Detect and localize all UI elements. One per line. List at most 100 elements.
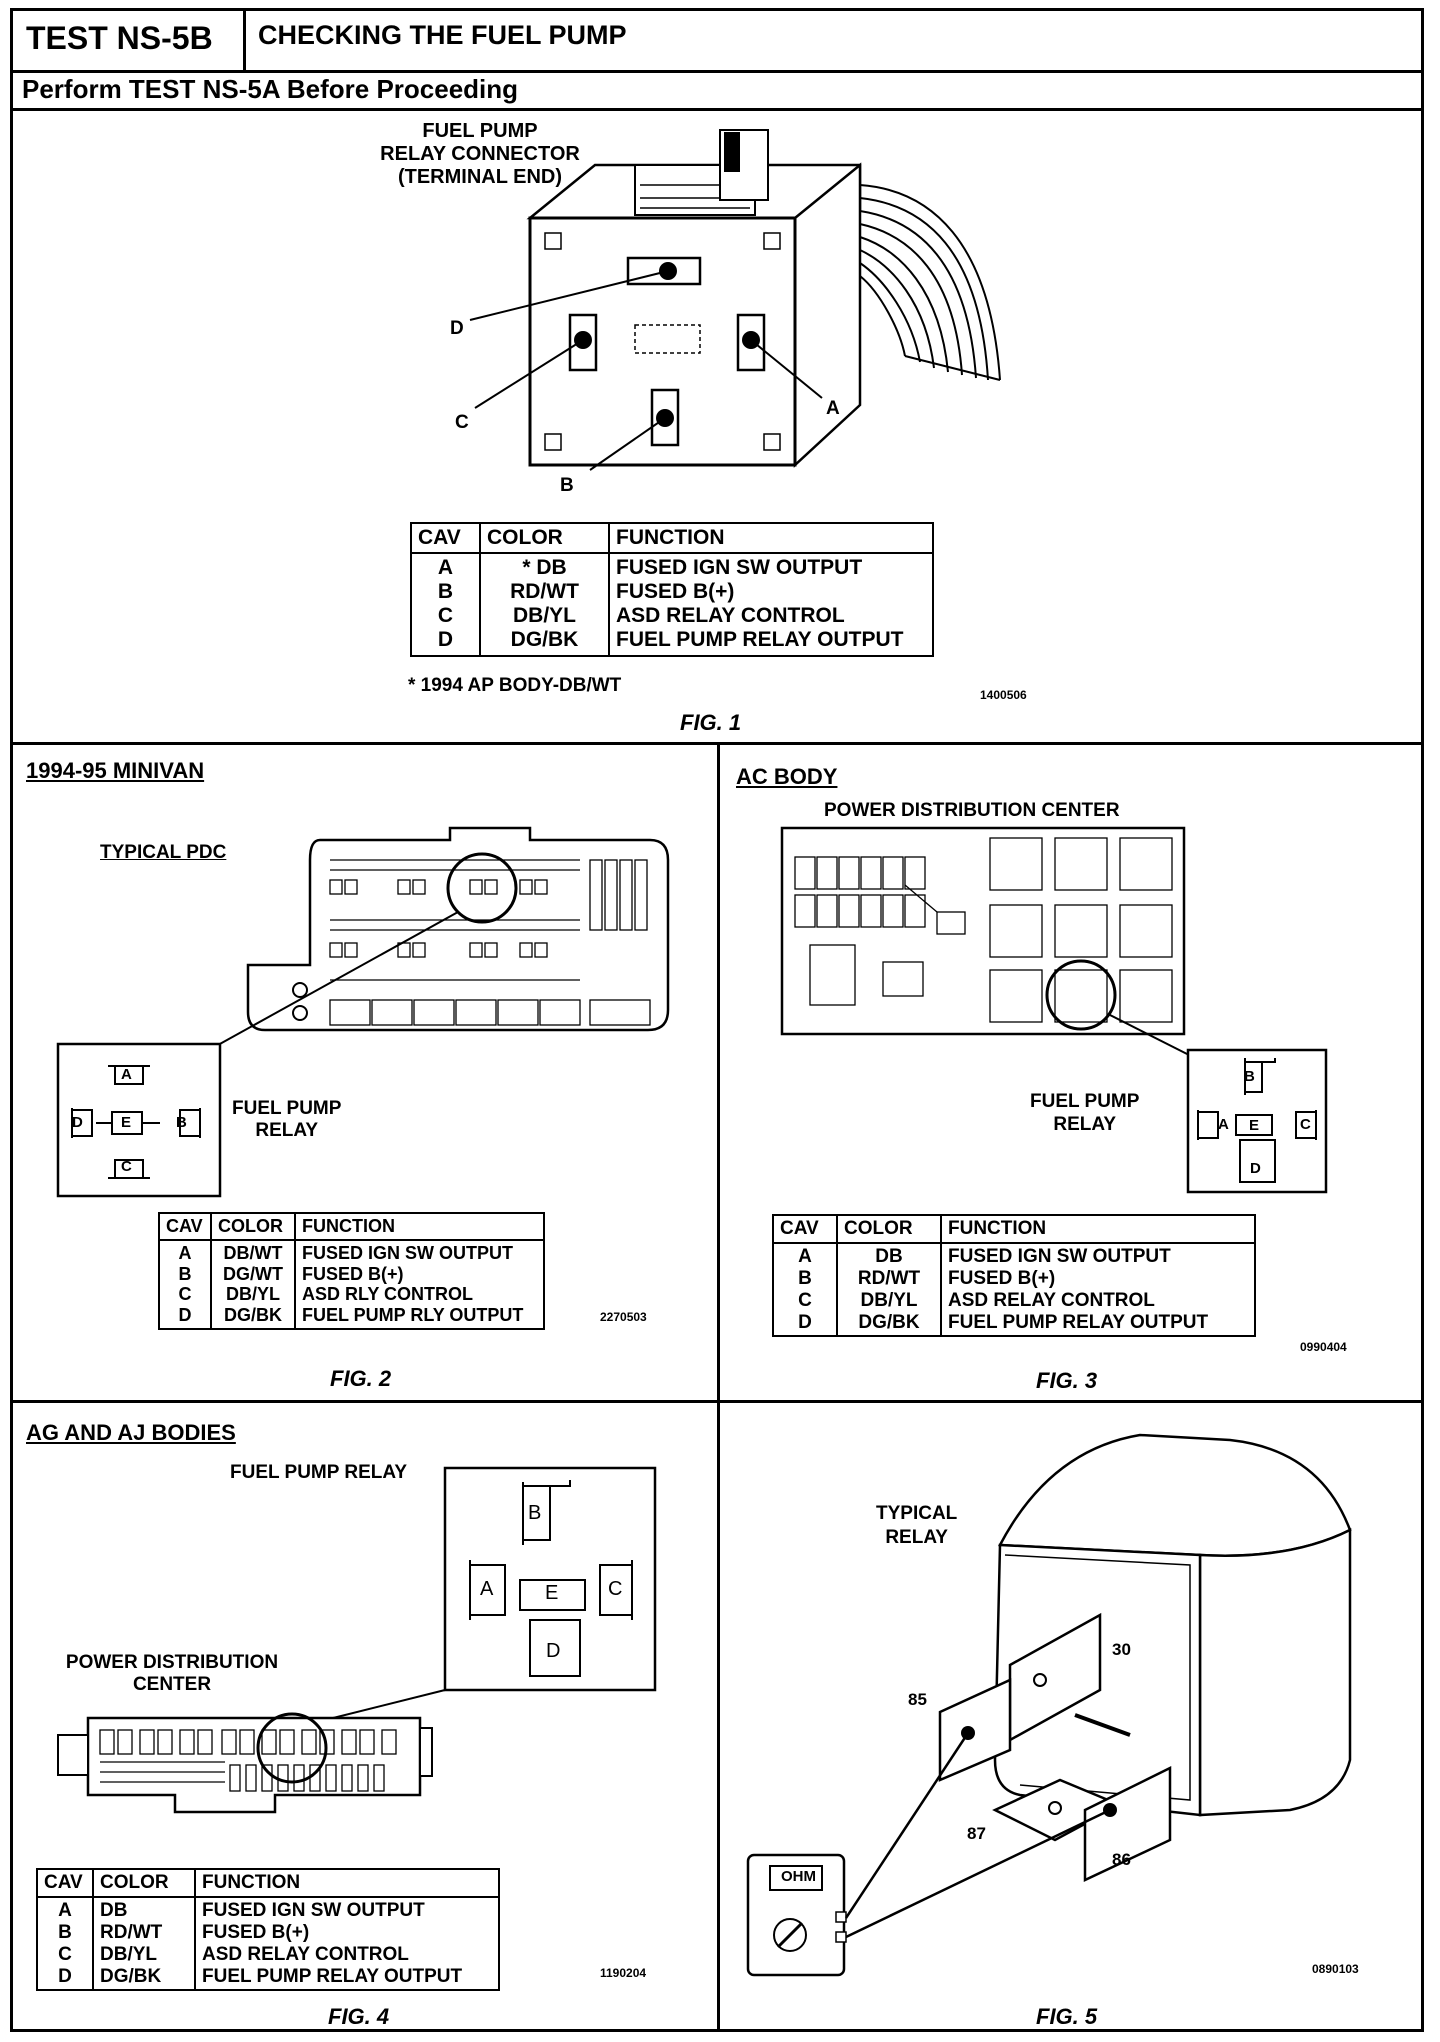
fig3-caption: FIG. 3 [1036, 1368, 1098, 1393]
table-cell: ASD RLY CONTROL [302, 1284, 474, 1305]
table-cell: D [437, 628, 454, 652]
fig1-label-line1: FUEL PUMP [422, 120, 538, 142]
relay-side [1198, 1527, 1352, 1817]
test-id: TEST NS-5B [26, 20, 213, 56]
fig2-col-cav: CAV [158, 1212, 212, 1241]
fig2-col-color: COLOR [210, 1212, 296, 1241]
fig4-function-cell: FUSED IGN SW OUTPUT FUSED B(+) ASD RELAY… [194, 1897, 500, 1992]
fig3-pdc-label: POWER DISTRIBUTION CENTER [824, 800, 1120, 821]
fig3-relay-label-line1: FUEL PUMP [1030, 1091, 1140, 1112]
fig3-relay-detail-box [1186, 1048, 1328, 1194]
table-cell: DG/WT [223, 1263, 283, 1284]
fig2-pdc-drawing [56, 826, 670, 1198]
fig5-relay-label-line2: RELAY [885, 1527, 948, 1548]
table-cell: ASD RELAY CONTROL [202, 1943, 409, 1965]
fig1-label-line3: (TERMINAL END) [397, 166, 563, 188]
table-cell: DB/WT [223, 1243, 283, 1263]
fig5-caption: FIG. 5 [1036, 2004, 1098, 2029]
fig2-relay-pin-d: D [72, 1114, 83, 1131]
fig3-cav-cell: A B C D [772, 1243, 838, 1338]
connector-wires [859, 184, 1001, 381]
table-cell: A [58, 1900, 72, 1921]
fig1-pin-b-label: B [560, 475, 574, 496]
page-title: CHECKING THE FUEL PUMP [258, 20, 627, 50]
column-divider [717, 742, 720, 2032]
fig4-relay-pin-b: B [528, 1502, 542, 1524]
table-cell: RD/WT [100, 1921, 163, 1943]
table-cell: B [798, 1267, 812, 1289]
fig4-relay-pin-a: A [480, 1578, 494, 1600]
fig5-relay-label-line1: TYPICAL [876, 1503, 958, 1524]
header-id-divider [243, 8, 246, 72]
fig3-col-color: COLOR [836, 1214, 942, 1244]
fig4-relay-pin-d: D [546, 1640, 561, 1662]
fig1-caption: FIG. 1 [680, 710, 742, 735]
fig1-label-line2: RELAY CONNECTOR [380, 143, 580, 165]
fig2-relay-pin-e: E [121, 1114, 132, 1131]
fig4-relay-highlight [256, 1712, 328, 1784]
fig2-cav-cell: A B C D [158, 1240, 212, 1330]
fig2-heading: 1994-95 MINIVAN [26, 758, 205, 783]
table-cell: D [178, 1305, 192, 1326]
fig3-col-function: FUNCTION [940, 1214, 1256, 1244]
table-cell: ASD RELAY CONTROL [616, 604, 845, 628]
subtitle-divider [10, 108, 1424, 111]
fig1-col-cav: CAV [410, 522, 481, 554]
fig1-wiring-table: CAV COLOR FUNCTION A B C D * DB RD/WT DB… [410, 522, 934, 657]
fig4-pdc-label: POWER DISTRIBUTION CENTER [52, 1652, 292, 1696]
table-cell: B [178, 1263, 192, 1284]
table-cell: DG/BK [858, 1311, 920, 1333]
fig1-connector-label: FUEL PUMP RELAY CONNECTOR (TERMINAL END) [350, 120, 610, 189]
fig4-heading: AG AND AJ BODIES [26, 1420, 236, 1445]
table-cell: FUSED IGN SW OUTPUT [616, 556, 863, 579]
fig3-relay-pin-e: E [1249, 1117, 1260, 1134]
fig4-col-color: COLOR [92, 1868, 196, 1898]
table-cell: A [178, 1243, 192, 1263]
fig3-color-cell: DB RD/WT DB/YL DG/BK [836, 1243, 942, 1338]
fig4-pdc-label-line1: POWER DISTRIBUTION [65, 1652, 279, 1673]
fig1-pin-d-label: D [450, 318, 464, 339]
fig3-relay-pin-a: A [1218, 1116, 1229, 1133]
fig1-code: 1400506 [980, 688, 1027, 702]
fig1-color-cell: * DB RD/WT DB/YL DG/BK [479, 553, 610, 657]
relay-top [997, 1433, 1352, 1557]
table-cell: DB/YL [226, 1284, 280, 1305]
fig5-terminal-85: 85 [908, 1690, 927, 1709]
table-cell: A [437, 556, 454, 579]
fig4-relay-label: FUEL PUMP RELAY [230, 1462, 408, 1483]
table-cell: DB/YL [860, 1289, 918, 1311]
fig1-pin-a-label: A [826, 398, 840, 419]
table-cell: FUSED B(+) [948, 1267, 1056, 1289]
table-cell: FUEL PUMP RLY OUTPUT [302, 1305, 524, 1326]
fig3-heading: AC BODY [736, 764, 838, 789]
table-cell: D [798, 1311, 812, 1333]
fig3-code: 0990404 [1300, 1340, 1347, 1354]
fig5-meter-display: OHM [781, 1868, 816, 1885]
fig4-cav-cell: A B C D [36, 1897, 94, 1992]
fig1-col-function: FUNCTION [608, 522, 934, 554]
table-cell: FUSED B(+) [616, 580, 735, 604]
fig3-relay-label-line2: RELAY [1053, 1114, 1117, 1135]
fig2-relay-label-line1: FUEL PUMP [232, 1098, 342, 1119]
fig4-col-function: FUNCTION [194, 1868, 500, 1898]
table-cell: DB/YL [513, 604, 576, 628]
fig3-pdc-drawing [780, 826, 1328, 1194]
table-cell: DG/BK [510, 628, 579, 652]
fig1-cav-cell: A B C D [410, 553, 481, 657]
table-cell: C [437, 604, 454, 628]
page-subtitle: Perform TEST NS-5A Before Proceeding [22, 74, 519, 104]
fig4-color-cell: DB RD/WT DB/YL DG/BK [92, 1897, 196, 1992]
fig2-relay-pin-c: C [121, 1158, 132, 1175]
fig1-connector-drawing [469, 129, 1001, 471]
table-cell: DB/YL [100, 1943, 157, 1965]
table-cell: ASD RELAY CONTROL [948, 1289, 1155, 1311]
fig2-relay-pin-b: B [176, 1114, 187, 1131]
fig2-relay-detail-box [56, 1042, 222, 1198]
fig5-terminal-86: 86 [1112, 1850, 1131, 1869]
fig4-drawing [57, 1466, 657, 1814]
table-cell: DG/BK [100, 1965, 162, 1987]
table-cell: C [58, 1943, 72, 1965]
fig3-col-cav: CAV [772, 1214, 838, 1244]
table-cell: DG/BK [224, 1305, 282, 1326]
